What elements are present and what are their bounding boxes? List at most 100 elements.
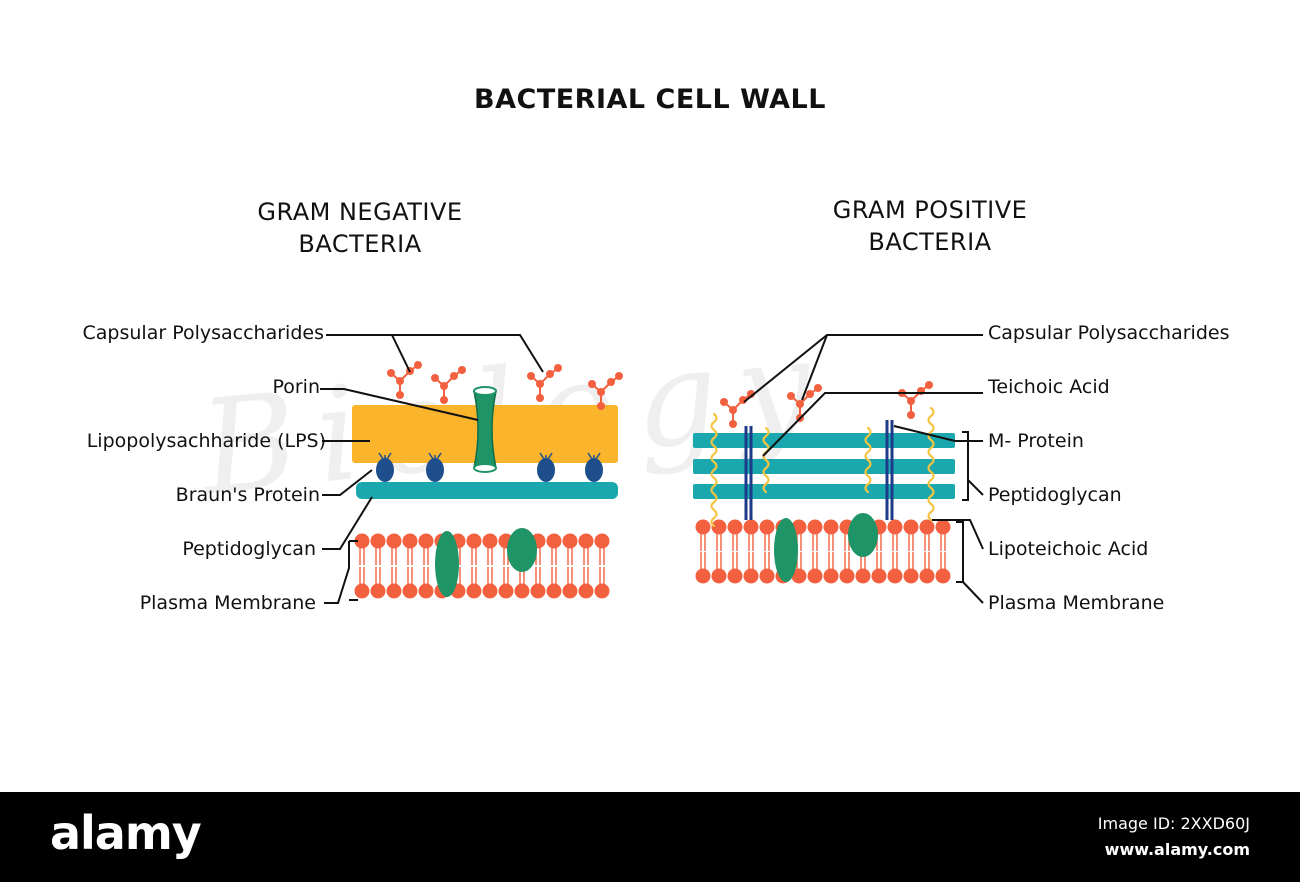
page-title: BACTERIAL CELL WALL [474,84,826,115]
lipoteichoic-strand [864,426,872,494]
lipid-head [402,533,418,549]
gn-membrane-protein [507,528,537,572]
leader-line [391,334,411,373]
sugar-unit [729,420,737,428]
braun-protein [537,452,555,482]
lipid-head [562,533,578,549]
bracket-membrane [956,521,984,604]
sugar-unit [527,372,535,380]
porin-channel [473,386,497,473]
porin-top [473,386,497,396]
leader-line [762,392,983,457]
leader-line [801,334,828,401]
lipoteichoic-strand [762,426,770,494]
lipid-head [530,583,546,599]
lipid-head [743,568,759,584]
lipid-head [823,519,839,535]
brand-logo: alamy [50,806,202,860]
porin-bottom [473,463,497,473]
lipid-head [418,583,434,599]
sugar-unit [597,402,605,410]
lipid-head [839,568,855,584]
gp-membrane-protein [774,518,798,582]
leader-line [322,496,373,550]
lipid-head [807,568,823,584]
lipid-head [402,583,418,599]
lipid-head [466,533,482,549]
bracket-membrane [324,540,358,604]
lipid-head [370,533,386,549]
braun-body [537,458,555,482]
sugar-unit [925,381,933,389]
gp-peptidoglycan-layer [693,484,955,499]
lipid-head [823,568,839,584]
leader-line [320,388,479,421]
leader-line [743,334,983,403]
lipid-head [919,568,935,584]
lipid-head [695,568,711,584]
lipid-head [466,583,482,599]
lipoteichoic-strand [927,406,935,522]
gram-negative-structure [352,361,623,599]
lipid-head [594,583,610,599]
sugar-unit [796,400,804,408]
lipid-head [546,533,562,549]
lipid-head [727,568,743,584]
sugar-unit [396,377,404,385]
lipid-head [887,519,903,535]
gram-positive-structure [693,381,955,584]
gram-positive-title-line1: GRAM POSITIVE [832,196,1028,224]
braun-body [426,458,444,482]
lipid-head [743,519,759,535]
gram-negative-title: GRAM NEGATIVE BACTERIA [210,196,510,260]
gn-membrane-protein [435,531,459,597]
gram-negative-title-line1: GRAM NEGATIVE [257,198,463,226]
gn-label-capsular: Capsular Polysaccharides [82,322,324,344]
lipid-head [370,583,386,599]
diagram-canvas: Biology BACTERIAL CELL WALL GRAM NEGATIV… [82,84,1230,614]
capsular-sugar [588,372,623,410]
lipid-head [759,519,775,535]
lipid-head [594,533,610,549]
lipid-head [791,568,807,584]
sugar-unit [787,392,795,400]
sugar-unit [536,380,544,388]
lipid-head [935,519,951,535]
sugar-unit [440,396,448,404]
lipid-bilayer [695,519,951,584]
gp-label-membrane: Plasma Membrane [988,592,1165,614]
lipid-head [482,583,498,599]
gp-label-mprotein: M- Protein [988,430,1084,452]
capsular-sugar [787,384,822,422]
lipid-head [903,519,919,535]
sugar-unit [431,374,439,382]
lipid-bilayer [354,533,610,599]
lipid-head [919,519,935,535]
leader-line [326,334,544,373]
sugar-unit [387,369,395,377]
sugar-unit [588,380,596,388]
gp-membrane-protein [848,513,878,557]
sugar-unit [546,370,554,378]
lipid-head [354,583,370,599]
lipid-head [935,568,951,584]
braun-body [585,458,603,482]
lipid-head [482,533,498,549]
gp-peptidoglycan-layer [693,459,955,474]
lipid-head [386,583,402,599]
capsular-sugar [527,364,562,402]
lipid-head [711,568,727,584]
sugar-unit [414,361,422,369]
leader-line [322,469,373,496]
lipid-head [418,533,434,549]
capsular-sugar [431,366,466,404]
lipid-head [562,583,578,599]
lipid-head [514,583,530,599]
sugar-unit [907,397,915,405]
gp-label-lipoteichoic: Lipoteichoic Acid [988,538,1149,560]
leader-line [932,519,984,550]
lipid-head [578,533,594,549]
gp-label-teichoic: Teichoic Acid [988,376,1110,398]
gram-positive-title: GRAM POSITIVE BACTERIA [780,194,1080,258]
gn-label-peptidoglycan: Peptidoglycan [182,538,316,560]
